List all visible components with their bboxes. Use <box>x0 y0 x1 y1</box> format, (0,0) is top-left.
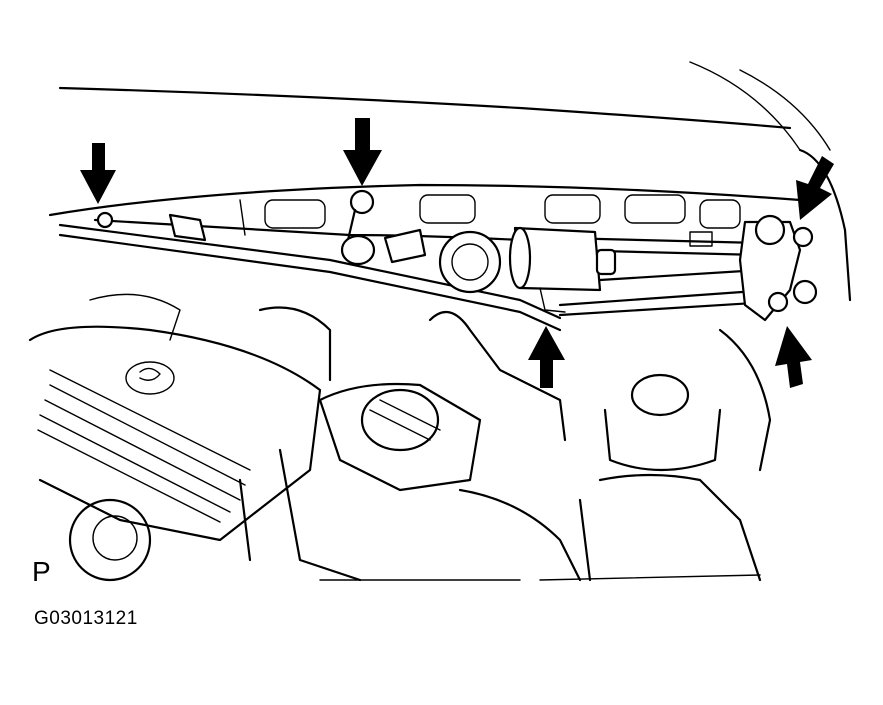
arrow-right-lower-bolt <box>775 326 812 388</box>
wiper-motor <box>438 226 617 313</box>
figure-id-label: G03013121 <box>34 608 138 629</box>
engine-cover <box>28 293 322 582</box>
left-connectors <box>168 189 427 267</box>
arrow-left-bolt <box>80 143 116 204</box>
reservoir <box>319 328 772 582</box>
arrow-right-upper-bolt <box>796 156 834 220</box>
view-code-label: P <box>32 556 51 587</box>
wiper-linkage <box>58 211 772 332</box>
arrow-motor-bolt <box>528 326 565 388</box>
arrow-center-bolt <box>343 118 382 186</box>
cowl-panel <box>48 183 802 236</box>
intake-assembly <box>238 306 567 582</box>
callout-arrows <box>80 118 834 388</box>
hood-outline <box>58 61 852 302</box>
right-pivot <box>738 214 818 322</box>
